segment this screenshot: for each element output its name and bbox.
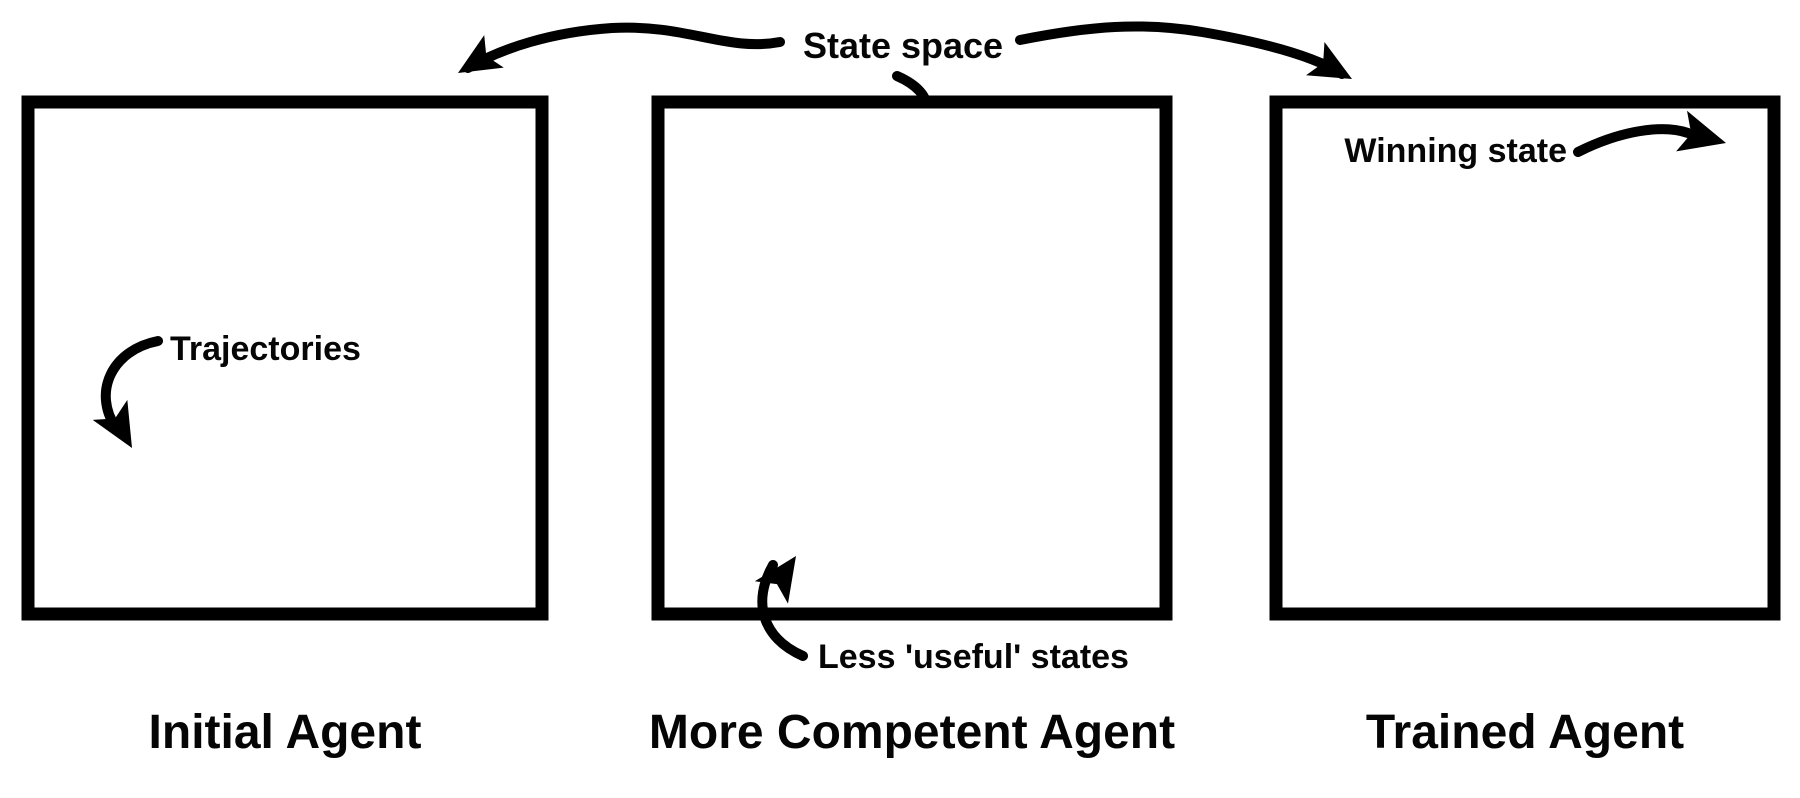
state-space-arrow-left <box>458 22 785 73</box>
arrow-head-icon <box>1676 110 1726 152</box>
less-useful-arrow <box>754 556 808 661</box>
arrow-curve <box>463 22 785 73</box>
winning-state-label: Winning state <box>1344 132 1567 170</box>
less-useful-label: Less 'useful' states <box>818 638 1129 676</box>
winning-state-arrow <box>1573 110 1726 157</box>
state-space-box <box>651 95 1173 621</box>
arrow-head-icon <box>1306 42 1352 79</box>
state-space-header: State space <box>458 21 1352 168</box>
caption-more-competent-agent: More Competent Agent <box>649 706 1175 759</box>
panel-trained-agent: Winning state Trained Agent <box>1269 95 1781 759</box>
arrow-curve <box>100 336 163 433</box>
arrow-head-icon <box>754 556 796 604</box>
state-space-box <box>1269 95 1781 621</box>
state-space-arrow-right <box>1015 21 1352 79</box>
arrow-curve <box>1015 21 1347 79</box>
trajectories-label: Trajectories <box>170 330 361 368</box>
trajectories-arrow <box>92 336 163 448</box>
state-space-box <box>21 95 549 621</box>
arrow-head-icon <box>92 399 132 448</box>
arrow-head-icon <box>458 35 504 73</box>
caption-trained-agent: Trained Agent <box>1366 706 1684 759</box>
panel-initial-agent: Trajectories Initial Agent <box>21 95 549 759</box>
state-space-label: State space <box>803 25 1003 66</box>
arrow-curve <box>1573 124 1693 157</box>
panel-more-competent-agent: Less 'useful' states More Competent Agen… <box>649 95 1175 759</box>
caption-initial-agent: Initial Agent <box>149 706 422 759</box>
